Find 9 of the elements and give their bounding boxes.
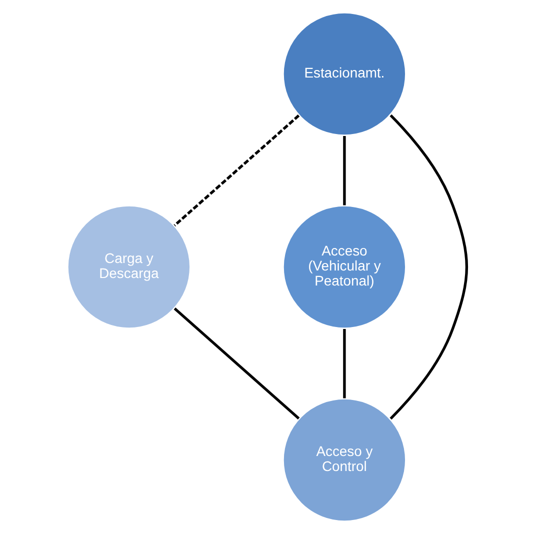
connector — [343, 328, 346, 398]
node-circle: Estacionamt. — [282, 11, 408, 137]
connector — [174, 308, 300, 420]
connector — [174, 114, 300, 227]
node-circle: Carga y Descarga — [66, 204, 192, 330]
connector — [390, 114, 468, 420]
connector — [343, 136, 346, 206]
node-circle: Acceso y Control — [282, 397, 408, 523]
node-circle: Acceso (Vehicular y Peatonal) — [282, 204, 408, 330]
